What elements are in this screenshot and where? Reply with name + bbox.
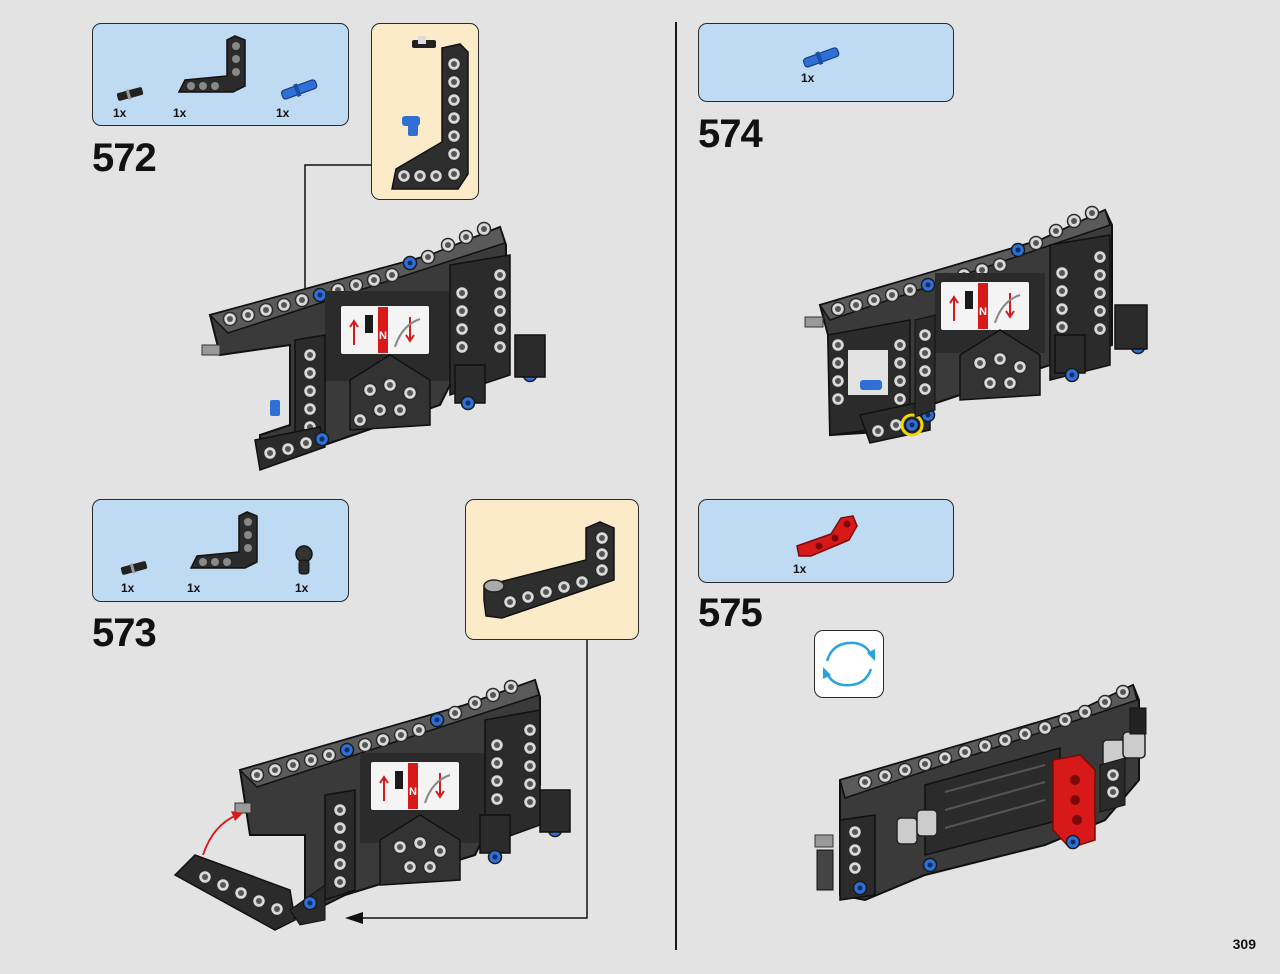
beam-L-icon	[189, 511, 258, 569]
rotate-arrows-icon	[823, 641, 875, 687]
callout-572	[371, 23, 479, 200]
callout-assembly	[391, 36, 469, 190]
part-qty: 1x	[121, 581, 135, 595]
callout-573	[465, 499, 639, 640]
rotate-model-indicator	[814, 630, 884, 698]
ball-joint-icon	[295, 545, 313, 575]
page-divider	[675, 22, 677, 950]
assembly-575	[814, 683, 1147, 902]
assembly-573	[173, 678, 571, 931]
beam-L-icon	[177, 35, 246, 93]
blue-axle-pin-icon	[802, 47, 840, 68]
part-qty: 1x	[801, 71, 815, 85]
red-beam-icon	[796, 515, 858, 557]
callout-assembly	[483, 521, 615, 619]
step-number: 572	[92, 136, 157, 180]
part-qty: 1x	[276, 106, 290, 120]
blue-axle-pin-icon	[280, 79, 318, 100]
part-qty: 1x	[295, 581, 309, 595]
parts-list-575: 1x	[698, 499, 954, 583]
part-qty: 1x	[793, 562, 807, 576]
connector-pin-icon	[120, 561, 148, 575]
step-number: 574	[698, 112, 763, 156]
parts-list-572: 1x 1x 1x	[92, 23, 349, 126]
step-number: 573	[92, 611, 157, 655]
page-number: 309	[1232, 936, 1256, 952]
parts-list-573: 1x 1x 1x	[92, 499, 349, 602]
part-qty: 1x	[113, 106, 127, 120]
part-qty: 1x	[187, 581, 201, 595]
step-573-guide-arrow	[345, 640, 588, 924]
parts-list-574: 1x	[698, 23, 954, 102]
step-number: 575	[698, 591, 763, 635]
assembly-574	[804, 205, 1148, 444]
part-qty: 1x	[173, 106, 187, 120]
connector-pin-icon	[116, 87, 144, 101]
assembly-572	[201, 221, 546, 472]
